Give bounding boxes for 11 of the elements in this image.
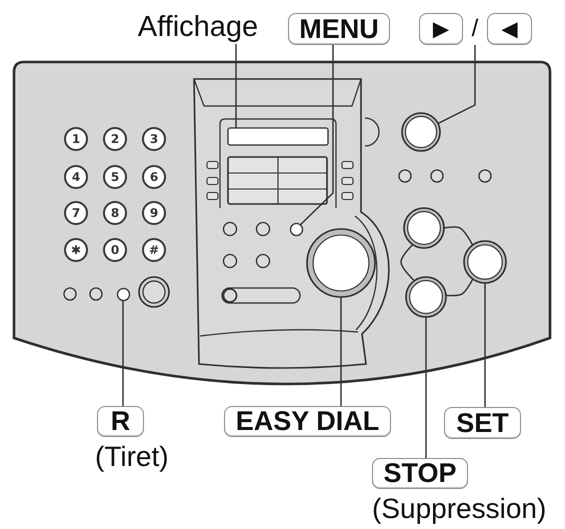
key-label: MENU	[288, 13, 390, 45]
key-label: R	[97, 406, 144, 437]
key-label: STOP	[372, 458, 468, 489]
key-label: SET	[444, 407, 521, 439]
key-caption: (Tiret)	[95, 443, 169, 471]
key-label: EASY DIAL	[224, 406, 391, 437]
slash-separator: /	[470, 17, 480, 41]
callout-label: Affichage	[135, 10, 261, 44]
key-caption: (Suppression)	[372, 495, 546, 523]
key-label: ◄	[487, 13, 532, 45]
key-label: ►	[419, 13, 463, 45]
